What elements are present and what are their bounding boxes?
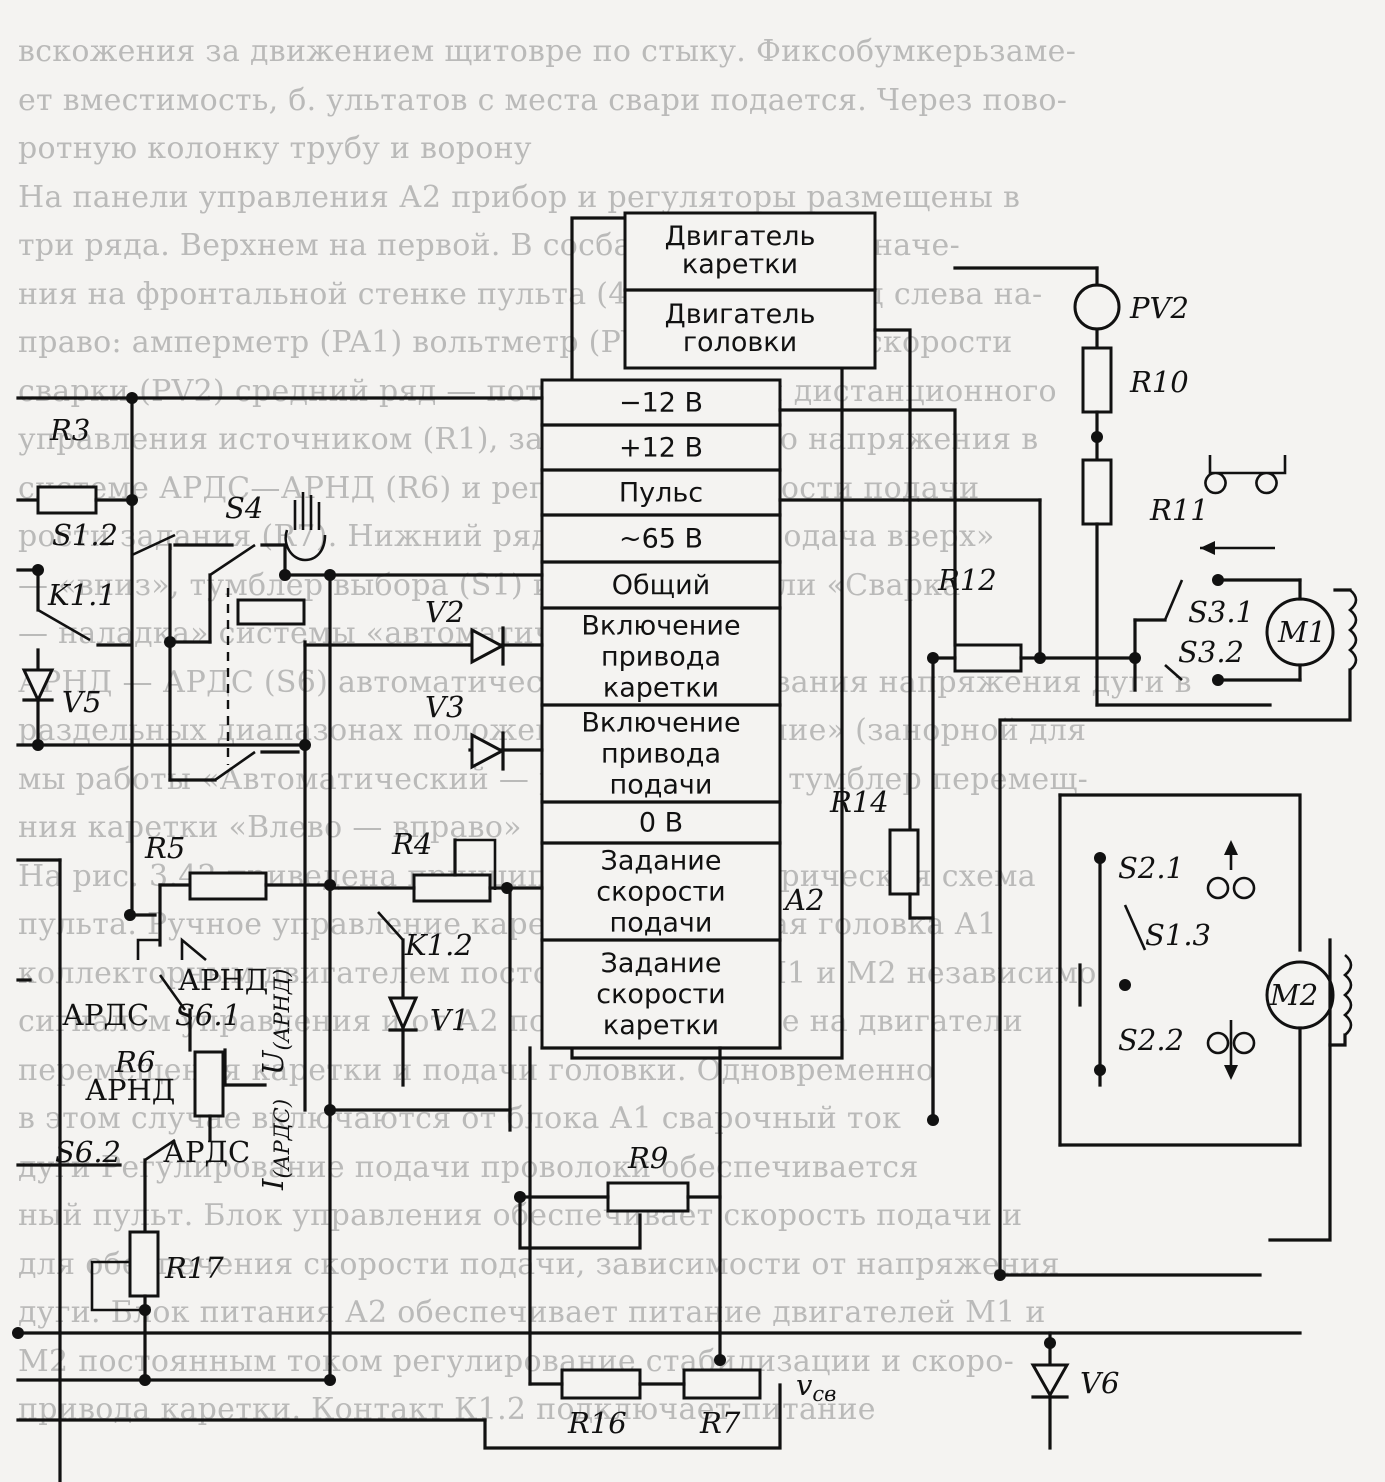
panel-frame	[540, 378, 782, 1050]
motor-head-label-2: головки	[683, 327, 797, 358]
label-r9: R9	[627, 1141, 668, 1175]
hand-icon	[284, 492, 327, 562]
label-ards-1: АРДС	[62, 998, 149, 1032]
label-s2-2: S2.2	[1118, 1023, 1184, 1057]
background-text-line: дуги. Блок питания А2 обеспечивает питан…	[18, 1295, 1046, 1330]
label-r5: R5	[144, 831, 185, 865]
label-s6-1: S6.1	[175, 998, 241, 1032]
background-text-line: ет вместимость, б. ультатов с места свар…	[18, 82, 1068, 118]
label-r10: R10	[1129, 365, 1189, 399]
background-text-line: в этом случае включаются от блока А1 сва…	[18, 1101, 902, 1136]
label-s3-2: S3.2	[1178, 635, 1244, 669]
background-text-line: — «вниз», тумблер выбора (S1) и переключ…	[18, 567, 961, 603]
label-r3: R3	[49, 413, 90, 447]
label-r6: R6	[114, 1045, 155, 1079]
carriage-icon	[1200, 455, 1287, 555]
feed-rollers-icon	[1206, 840, 1256, 1080]
right-wiring	[778, 266, 1358, 1450]
label-k1-1: K1.1	[47, 578, 116, 612]
background-text-line: пульта. Ручное управление каретка и свар…	[18, 907, 997, 942]
label-s6-2: S6.2	[55, 1135, 121, 1169]
background-text-line: ротную колонку трубу и ворону	[18, 131, 532, 166]
motor-box: Двигатель каретки Двигатель головки	[623, 211, 877, 370]
label-r17: R17	[164, 1251, 224, 1285]
label-arnd-2: АРНД	[85, 1073, 175, 1107]
label-s2-1: S2.1	[1118, 851, 1184, 885]
label-pv2: PV2	[1129, 291, 1189, 325]
motor-carriage-label-2: каретки	[682, 249, 798, 280]
label-v1: V1	[430, 1003, 469, 1037]
label-r16: R16	[567, 1406, 627, 1440]
background-text-line: М2 постоянным током регулирование стабил…	[18, 1343, 1015, 1379]
motor-carriage-label-1: Двигатель	[665, 221, 816, 252]
motor-head-label-1: Двигатель	[665, 299, 816, 330]
label-r14: R14	[829, 785, 889, 819]
background-text-line: управления источником (R1), задание опор…	[18, 422, 1039, 457]
label-arnd-1: АРНД	[178, 963, 268, 997]
label-v6: V6	[1080, 1366, 1119, 1400]
label-m1: M1	[1277, 615, 1326, 649]
background-text-line: сигналом управления и от А2 подается пит…	[18, 1004, 1024, 1039]
label-r4: R4	[391, 827, 432, 861]
label-r11: R11	[1149, 493, 1209, 527]
background-text-line: для обеспечения скорости подачи, зависим…	[18, 1246, 1060, 1282]
label-r7: R7	[699, 1406, 741, 1440]
label-v3: V3	[425, 690, 464, 724]
background-text-line: рости задания (R7). Нижний ряд: тумблеры…	[18, 519, 995, 554]
label-v2: V2	[425, 595, 464, 629]
label-v-sv: vсв	[796, 1368, 836, 1406]
panel-row-label: ~65 В	[619, 524, 703, 555]
background-text-line: сварки (PV2) средний ряд — потенциометр …	[18, 373, 1057, 409]
junction-nodes	[12, 392, 1224, 1386]
panel-row-label: Общий	[612, 570, 710, 601]
label-ards-2: АРДС	[163, 1135, 250, 1169]
panel-row-label: +12 В	[619, 433, 703, 464]
background-text-line: На панели управления А2 прибор и регулят…	[18, 179, 1021, 215]
label-r12: R12	[937, 563, 997, 597]
label-s1-2: S1.2	[52, 518, 118, 552]
label-m2: M2	[1269, 978, 1318, 1012]
label-v5: V5	[62, 685, 101, 719]
background-text-line: дуги Регулирование подачи проволоки обес…	[18, 1149, 919, 1185]
label-a2: A2	[782, 883, 824, 917]
label-u-arnd: U(АРНД)	[256, 969, 294, 1075]
panel-row-label: 0 В	[639, 808, 683, 839]
label-s3-1: S3.1	[1188, 595, 1254, 629]
left-wiring	[16, 396, 1302, 1482]
label-s1-3: S1.3	[1145, 918, 1211, 952]
panel-row-label: −12 В	[619, 388, 703, 419]
label-s4: S4	[225, 491, 263, 525]
panel-row-label: Пульс	[619, 478, 703, 509]
background-text-line: вскожения за движением щитовре по стыку.…	[18, 34, 1077, 69]
background-text-line: ния каретки «Влево — вправо»	[18, 810, 522, 845]
label-i-ards: I(АРДС)	[256, 1099, 294, 1191]
label-k1-2: K1.2	[404, 928, 473, 962]
component-labels: R3 S1.2 K1.1 V5 S4 V2 V3 R5 R4 K1.2 V1 S…	[47, 291, 1326, 1440]
